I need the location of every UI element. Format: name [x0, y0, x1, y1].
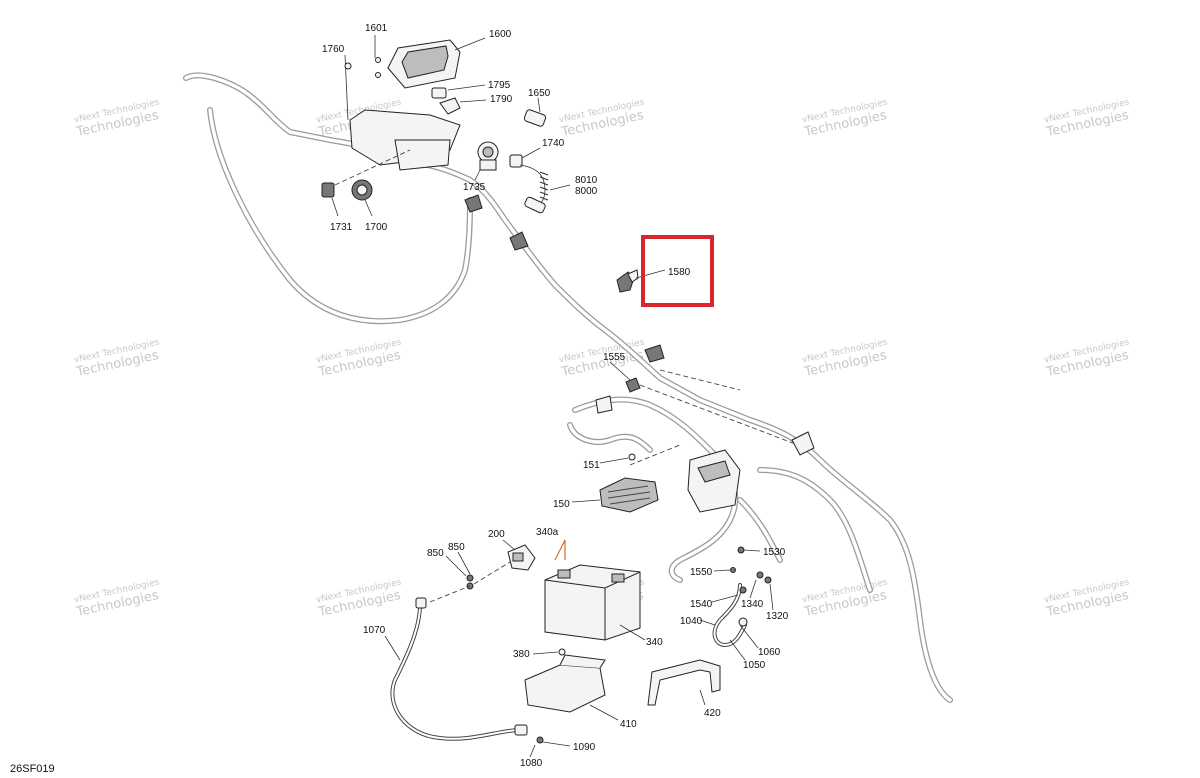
callout-200[interactable]: 200 [488, 529, 505, 540]
watermark: vNext Technologies Technologies [801, 577, 888, 620]
regulator-150 [571, 477, 659, 513]
callout-1650[interactable]: 1650 [528, 88, 551, 99]
callout-1090[interactable]: 1090 [573, 742, 596, 753]
watermark: vNext Technologies Technologies [801, 337, 888, 380]
callout-1735[interactable]: 1735 [463, 182, 486, 193]
callout-1070[interactable]: 1070 [363, 625, 386, 636]
callout-1550[interactable]: 1550 [690, 567, 713, 578]
highlight-box-1580 [641, 235, 714, 307]
callout-420[interactable]: 420 [704, 708, 721, 719]
cable-1070 [384, 597, 522, 741]
diagram-code: 26SF019 [10, 763, 55, 775]
battery-340 [544, 564, 646, 641]
gauge-bracket [344, 35, 461, 171]
callout-1580[interactable]: 1580 [668, 267, 691, 278]
callout-850-left[interactable]: 850 [427, 548, 444, 559]
callout-850-right[interactable]: 850 [448, 542, 465, 553]
callout-340a[interactable]: 340a [536, 527, 559, 538]
callout-1790[interactable]: 1790 [490, 94, 513, 105]
watermark: vNext Technologies Technologies [1043, 97, 1130, 140]
connector-1795 [431, 84, 486, 99]
fasteners-right [711, 546, 774, 611]
callout-410[interactable]: 410 [620, 719, 637, 730]
callout-1740[interactable]: 1740 [542, 138, 565, 149]
callout-1795[interactable]: 1795 [488, 80, 511, 91]
terminal-1090 [514, 724, 571, 758]
socket-1735 [474, 141, 499, 181]
callout-340[interactable]: 340 [646, 637, 663, 648]
watermark: vNext Technologies Technologies [73, 97, 160, 140]
callout-1060[interactable]: 1060 [758, 647, 781, 658]
connector-1740 [509, 147, 541, 168]
solenoid-200 [502, 539, 536, 571]
callout-1080[interactable]: 1080 [520, 758, 543, 769]
callout-150[interactable]: 150 [553, 499, 570, 510]
callout-labels: 1601 1600 1760 1795 1790 1650 1740 8010 … [322, 23, 789, 769]
connector-left [595, 395, 613, 414]
switch-1650 [523, 97, 547, 127]
connector-1790 [439, 97, 487, 115]
watermark: vNext Technologies Technologies [315, 337, 402, 380]
relay-1700 [351, 179, 373, 217]
callout-1050[interactable]: 1050 [743, 660, 766, 671]
ground-cable-1060 [699, 583, 759, 661]
callout-1600[interactable]: 1600 [489, 29, 512, 40]
main-harness [183, 72, 953, 703]
callout-1040[interactable]: 1040 [680, 616, 703, 627]
battery-tray-410 [524, 648, 619, 721]
callout-1601[interactable]: 1601 [365, 23, 388, 34]
clip-1555 [609, 361, 641, 393]
watermark: vNext Technologies Technologies [1043, 577, 1130, 620]
callout-1700[interactable]: 1700 [365, 222, 388, 233]
nuts-850 [445, 551, 474, 590]
clip-1580 [616, 269, 666, 293]
vent-340a [554, 539, 566, 561]
screw-151 [599, 453, 636, 464]
callout-1555[interactable]: 1555 [603, 352, 626, 363]
watermark: vNext Technologies Technologies [801, 97, 888, 140]
callout-380[interactable]: 380 [513, 649, 530, 660]
callout-151[interactable]: 151 [583, 460, 600, 471]
harness-clips [464, 194, 665, 363]
watermark: vNext Technologies Technologies [315, 577, 402, 620]
callout-1540[interactable]: 1540 [690, 599, 713, 610]
connector-right [791, 431, 815, 456]
watermark: vNext Technologies Technologies [558, 97, 645, 140]
battery-strap-420 [647, 659, 721, 706]
callout-1340[interactable]: 1340 [741, 599, 764, 610]
watermark: vNext Technologies Technologies [73, 577, 160, 620]
callout-8000[interactable]: 8000 [575, 186, 598, 197]
callout-1760[interactable]: 1760 [322, 44, 345, 55]
callout-1731[interactable]: 1731 [330, 222, 353, 233]
gauge-display-1600 [387, 37, 486, 89]
fuse-box [687, 449, 741, 513]
spring-cable-8010 [519, 164, 571, 214]
callout-8010[interactable]: 8010 [575, 175, 598, 186]
callout-1530[interactable]: 1530 [763, 547, 786, 558]
watermark: vNext Technologies Technologies [73, 337, 160, 380]
callout-1320[interactable]: 1320 [766, 611, 789, 622]
watermark: vNext Technologies Technologies [1043, 337, 1130, 380]
fuse-1731 [321, 182, 339, 217]
